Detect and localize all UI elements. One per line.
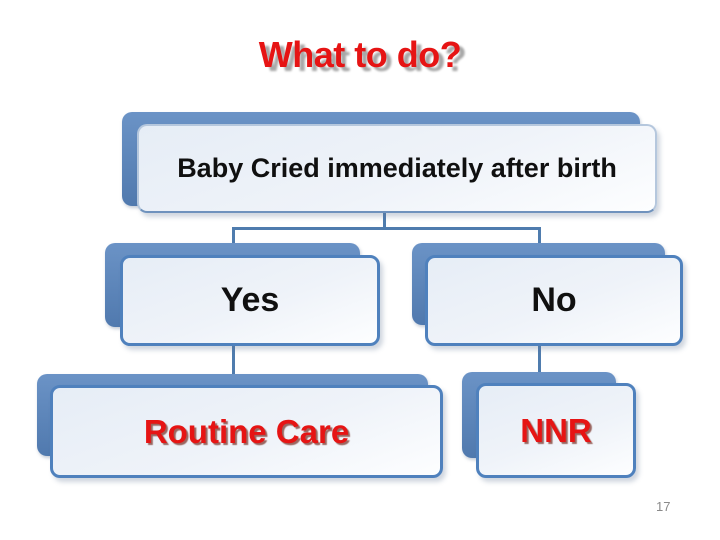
connector-branch-horizontal [232,227,541,230]
connector-branch-to-yes [232,227,235,249]
connector-yes-to-routine-care [232,338,235,378]
node-nnr-front-shape: NNR [476,383,636,478]
node-no-front-shape: No [425,255,683,346]
connector-no-to-nnr [538,338,541,376]
node-routine-care-front-shape: Routine Care [50,385,443,478]
node-routine-care-label: Routine Care [143,412,350,450]
node-no-label: No [531,281,577,319]
node-root-label: Baby Cried immediately after birth [177,153,617,183]
node-root-front-shape: Baby Cried immediately after birth [137,124,657,213]
node-nnr-label: NNR [520,411,592,449]
node-yes-front-shape: Yes [120,255,380,346]
connector-branch-to-no [538,227,541,249]
node-yes-label: Yes [220,281,280,319]
slide-title: What to do? [258,34,462,75]
connector-root-down [383,205,386,230]
page-number: 17 [656,499,671,514]
